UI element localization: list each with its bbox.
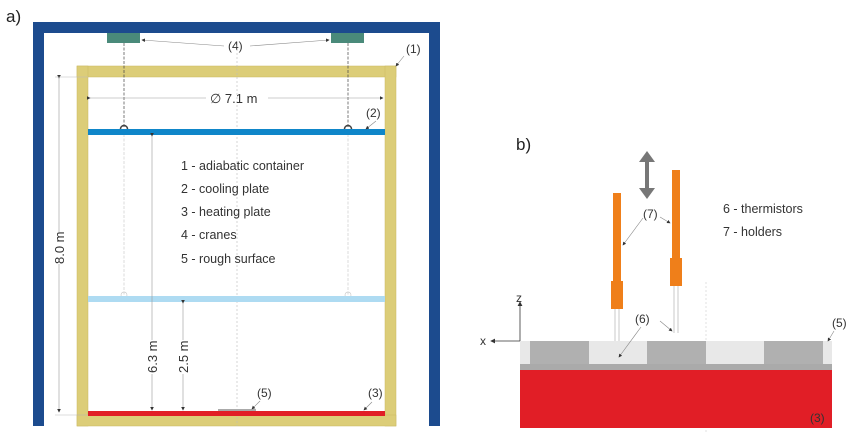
- crane-left: [107, 33, 140, 43]
- svg-text:1 - adiabatic container: 1 - adiabatic container: [181, 159, 304, 173]
- rough-surface-b: [520, 341, 832, 370]
- svg-text:7 - holders: 7 - holders: [723, 225, 782, 239]
- surface-callout-b: (5): [832, 316, 847, 330]
- surface-callout: (5): [257, 386, 272, 400]
- svg-text:6 - thermistors: 6 - thermistors: [723, 202, 803, 216]
- container-callout: (1): [406, 42, 421, 56]
- crane-right: [331, 33, 364, 43]
- heating-plate: [88, 411, 385, 416]
- lower-height-dimension: 2.5 m: [176, 340, 191, 373]
- diameter-dimension: ∅ 7.1 m: [210, 91, 257, 106]
- svg-text:3 - heating plate: 3 - heating plate: [181, 205, 271, 219]
- crane-callout: (4): [228, 39, 243, 53]
- panel-b-label: b): [516, 135, 531, 154]
- panel-a-label: a): [6, 7, 21, 26]
- legend-b: 6 - thermistors 7 - holders: [723, 202, 803, 239]
- svg-text:2 - cooling plate: 2 - cooling plate: [181, 182, 269, 196]
- z-axis-label: z: [516, 291, 522, 305]
- svg-text:5 - rough surface: 5 - rough surface: [181, 252, 276, 266]
- outer-frame: [33, 22, 440, 426]
- cooling-plate-lower: [88, 296, 385, 302]
- movement-arrow-icon: [639, 151, 655, 199]
- cooling-callout: (2): [366, 106, 381, 120]
- heating-callout: (3): [368, 386, 383, 400]
- holder-left: [611, 193, 623, 358]
- cooling-height-dimension: 6.3 m: [145, 340, 160, 373]
- cooling-plate: [88, 129, 385, 135]
- height-dimension: 8.0 m: [52, 231, 67, 264]
- heating-callout-b: (3): [810, 411, 825, 425]
- svg-text:4 - cranes: 4 - cranes: [181, 228, 237, 242]
- rough-surface: [218, 409, 256, 412]
- heating-plate-b: [520, 370, 832, 428]
- thermistors-callout: (6): [635, 312, 650, 326]
- holder-right: [670, 170, 682, 333]
- legend-a: 1 - adiabatic container 2 - cooling plat…: [181, 159, 304, 266]
- x-axis-label: x: [480, 334, 486, 348]
- holders-callout: (7): [643, 207, 658, 221]
